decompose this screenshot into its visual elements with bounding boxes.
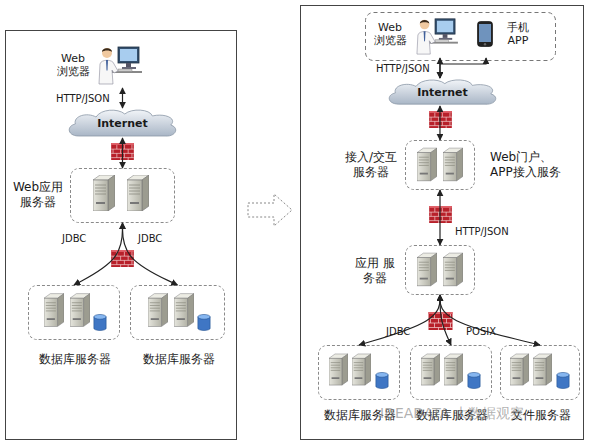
mobile-app-client: 手机 APP — [472, 15, 550, 58]
firewall-icon — [111, 143, 134, 160]
node-label: 接入/交互 服务器 — [342, 150, 400, 180]
firewall-icon — [111, 250, 134, 267]
connector-arrow — [74, 223, 123, 285]
server-icon — [70, 294, 90, 327]
user-icon — [99, 47, 142, 84]
connector-label: HTTP/JSON — [56, 93, 110, 105]
database-server-box: 数据库服务器 — [318, 345, 400, 400]
server-icon — [148, 294, 168, 327]
server-icon — [352, 354, 371, 385]
file-server-box: 文件服务器 — [500, 345, 580, 400]
connector-arrow — [440, 58, 486, 78]
firewall-icon — [429, 111, 452, 128]
database-server-box: 数据库服务器 — [130, 285, 225, 340]
connector-label: POSIX — [466, 326, 496, 338]
database-icon — [468, 372, 480, 388]
connector-arrow — [439, 106, 440, 140]
phone-icon — [478, 22, 493, 47]
server-icon — [174, 294, 194, 327]
firewall-icon — [429, 206, 452, 223]
connector-arrow — [123, 223, 178, 285]
database-icon — [198, 314, 210, 330]
browser-client: Web 浏览器 — [372, 15, 467, 58]
server-icon — [417, 148, 437, 181]
server-icon — [443, 253, 463, 286]
web-app-server-box: Web应用 服务器 — [70, 168, 175, 223]
node-label: 应用 服务器 — [354, 256, 396, 286]
node-label: Web应用 服务器 — [11, 180, 65, 210]
connector-label: HTTP/JSON — [376, 63, 430, 75]
watermark-text: IDEADATA 大数据观察 — [380, 405, 524, 423]
database-icon — [94, 314, 106, 330]
server-icon — [533, 354, 552, 385]
server-icon — [444, 354, 463, 385]
user-icon — [417, 19, 458, 54]
node-label: Web 浏览器 — [55, 52, 91, 78]
app-server-box: 应用 服务器 — [405, 245, 475, 295]
connector-label: JDBC — [386, 326, 410, 338]
transition-arrow — [248, 194, 292, 226]
connector-arrow — [122, 138, 123, 168]
browser-client: Web 浏览器 — [55, 42, 145, 88]
node-label: 数据库服务器 — [29, 352, 121, 366]
node-label: 数据库服务器 — [131, 352, 226, 366]
server-icon — [44, 294, 64, 327]
database-server-box: 数据库服务器 — [410, 345, 492, 400]
database-icon — [376, 372, 388, 388]
server-icon — [127, 175, 149, 211]
connector-arrow — [122, 88, 123, 108]
storage-icon — [557, 372, 569, 388]
connector-label: JDBC — [138, 233, 162, 245]
server-icon — [417, 253, 437, 286]
connector-arrow — [440, 295, 540, 345]
node-label: Web 浏览器 — [372, 21, 408, 47]
connector-arrow — [439, 190, 440, 245]
node-label: Internet — [65, 109, 180, 139]
access-server-box: 接入/交互 服务器Web门户、 APP接入服务 — [405, 140, 475, 190]
node-label: 手机 APP — [498, 21, 538, 47]
server-icon — [443, 148, 463, 181]
connector-label: HTTP/JSON — [455, 226, 509, 238]
firewall-icon — [429, 312, 453, 330]
connector-arrow — [439, 58, 440, 78]
client-group-frame — [366, 13, 556, 61]
connector-arrow — [359, 295, 440, 345]
internet-cloud: Internet — [65, 108, 180, 138]
server-icon — [329, 354, 348, 385]
server-icon — [510, 354, 529, 385]
connector-arrow — [440, 295, 451, 345]
connector-label: JDBC — [62, 233, 86, 245]
panel-frame — [301, 6, 584, 440]
node-label: Internet — [385, 79, 500, 107]
internet-cloud: Internet — [385, 78, 500, 106]
server-icon — [421, 354, 440, 385]
server-icon — [93, 175, 115, 211]
panel-frame — [6, 31, 237, 440]
database-server-box: 数据库服务器 — [28, 285, 120, 340]
node-label: Web门户、 APP接入服务 — [490, 150, 578, 180]
